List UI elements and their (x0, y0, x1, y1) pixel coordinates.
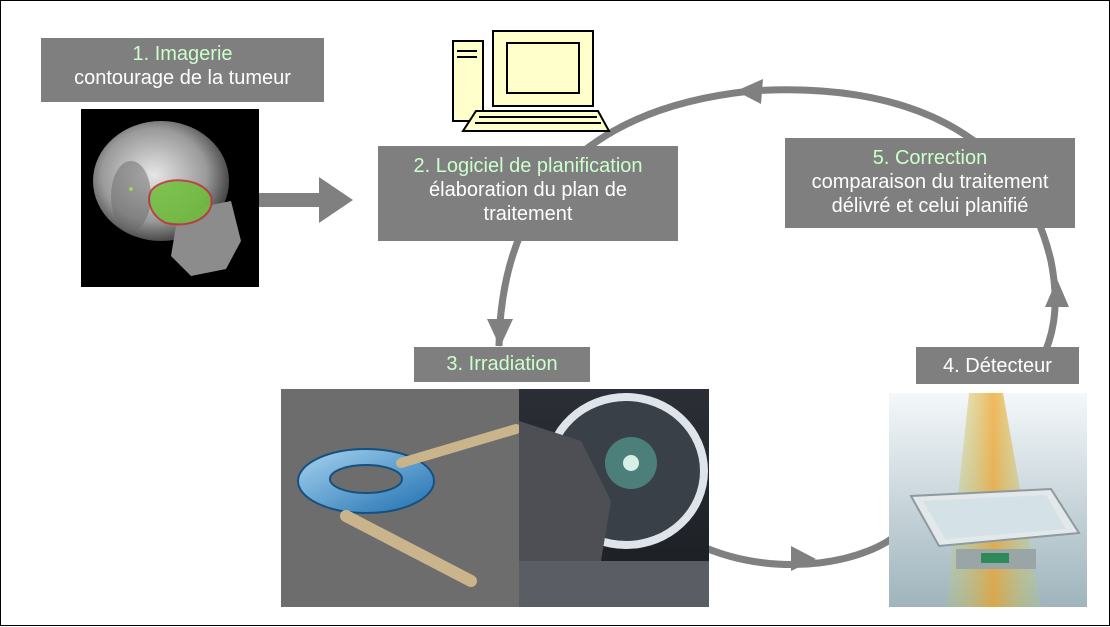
computer-icon (452, 30, 611, 132)
imaging-to-planning-arrow (259, 177, 353, 223)
arrow-head-down (487, 319, 513, 347)
ct-skull-image (81, 109, 259, 287)
step-detector-box: 4. Détecteur (916, 347, 1079, 384)
step-correction-title: 5. Correction (872, 147, 988, 169)
step-imaging-box: 1. Imagerie contourage de la tumeur (41, 38, 324, 102)
arrow-head-bottom (791, 546, 816, 571)
step-imaging-title: 1. Imagerie (132, 43, 233, 65)
detector-image (889, 393, 1087, 607)
step-irradiation-box: 3. Irradiation (414, 347, 590, 382)
arrow-head-top (736, 79, 763, 104)
step-planning-subtitle: élaboration du plan de traitement (429, 179, 627, 225)
step-detector-title: 4. Détecteur (943, 355, 1052, 377)
arrow-head-up-right (1045, 279, 1069, 307)
treatment-room-image (519, 389, 709, 607)
step-correction-subtitle: comparaison du traitement délivré et cel… (811, 171, 1049, 217)
gantry-rings-image (281, 389, 521, 607)
step-planning-title: 2. Logiciel de planification (413, 155, 643, 177)
step-correction-box: 5. Correction comparaison du traitement … (785, 138, 1075, 228)
step-imaging-subtitle: contourage de la tumeur (74, 67, 291, 89)
step-planning-box: 2. Logiciel de planification élaboration… (378, 146, 678, 241)
step-irradiation-title: 3. Irradiation (446, 353, 558, 375)
